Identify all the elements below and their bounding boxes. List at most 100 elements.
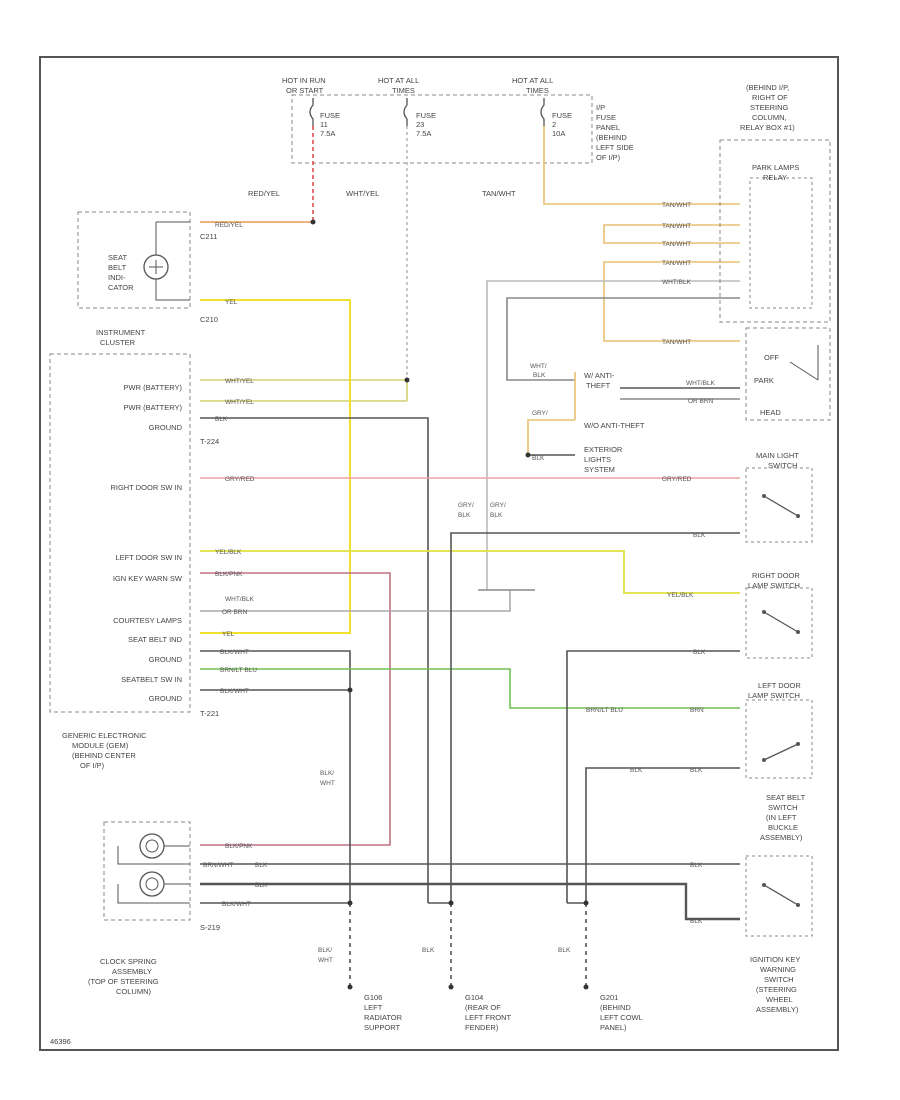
gem-name-1: MODULE (GEM): [72, 741, 129, 750]
wire-brn-ltblu: [200, 668, 740, 709]
center-wire-6: GRY/: [490, 502, 506, 509]
antitheft-w2: THEFT: [586, 381, 611, 390]
sw-wire-2: BLK: [693, 649, 706, 656]
ml-head: HEAD: [760, 408, 781, 417]
relay-location-1: RIGHT OF: [752, 93, 788, 102]
gem-wire-12: BLK/WHT: [220, 688, 249, 695]
fuse-panel: HOT IN RUN OR START HOT AT ALL TIMES HOT…: [248, 76, 634, 198]
sw-wire-1: YEL/BLK: [667, 592, 694, 599]
ignkey-name-0: IGNITION KEY: [750, 955, 800, 964]
clock-name-2: (TOP OF STEERING: [88, 977, 159, 986]
clock-name-3: COLUMN): [116, 987, 152, 996]
clock-wire-2: BLK: [255, 862, 268, 869]
gem-pin-ignkey: IGN KEY WARN SW: [113, 574, 183, 583]
gem-pin-ground1: GROUND: [149, 423, 183, 432]
wires: [200, 126, 740, 985]
fuse2-symbol: [403, 98, 408, 126]
clock-name-0: CLOCK SPRING: [100, 957, 157, 966]
gem-conn-t224: T-224: [200, 437, 219, 446]
fuse3-label: FUSE: [552, 111, 572, 120]
ground-g106-icon: [347, 984, 353, 990]
gem-wire-11: BRN/LT BLU: [220, 667, 257, 674]
indicator-name-0: SEAT: [108, 253, 127, 262]
wire-tan-wht-loop1: [603, 224, 740, 244]
splice-dot: [347, 687, 353, 693]
clock-outline: [103, 821, 191, 921]
relay-wire-5: WHT/BLK: [662, 279, 692, 286]
mainlight-switch-box: [745, 467, 813, 543]
gem-wire-2: WHT/YEL: [225, 399, 254, 406]
splice-dots: [310, 219, 589, 906]
clock-wire-1: BRN/WHT: [203, 862, 233, 869]
wire-blk-rightdoor: [566, 650, 740, 903]
ignkey-switch-box: [745, 855, 813, 937]
wire-wht-blk-courtesy: [200, 590, 511, 612]
gem-pin-seatbelt-sw: SEATBELT SW IN: [121, 675, 182, 684]
exterior-1: LIGHTS: [584, 455, 611, 464]
ignkey-name-2: SWITCH: [764, 975, 794, 984]
ml-wire-or-brn: OR BRN: [688, 398, 714, 405]
g106-line-1: RADIATOR: [364, 1013, 403, 1022]
fuse1-rating: 7.5A: [320, 129, 335, 138]
mainlight-contact: [796, 514, 800, 518]
gem-pin-ground2: GROUND: [149, 655, 183, 664]
gem-name-0: GENERIC ELECTRONIC: [62, 731, 147, 740]
indicator-name-2: INDI-: [108, 273, 126, 282]
splice-dot: [583, 900, 589, 906]
center-wire-5: BLK: [458, 512, 471, 519]
rdoor-switch-box: [745, 587, 813, 659]
seatbelt-name-4: ASSEMBLY): [760, 833, 803, 842]
center-wire-2: GRY/: [532, 410, 548, 417]
clock-spring-icon-2: [139, 871, 165, 897]
grounds: BLK/ WHT BLK/ WHT G106 LEFT RADIATOR SUP…: [318, 770, 643, 1032]
relay-location-0: (BEHIND I/P,: [746, 83, 789, 92]
seatbelt-name-2: (IN LEFT: [766, 813, 797, 822]
ldoor-contact: [762, 758, 766, 762]
relay-location-3: COLUMN,: [752, 113, 787, 122]
ml-contact-icon: [789, 345, 819, 381]
ignkey-name-5: ASSEMBLY): [756, 1005, 799, 1014]
wire-label-tan-wht: TAN/WHT: [482, 189, 516, 198]
center-wire-1: BLK: [533, 372, 546, 379]
ignkey-name-4: WHEEL: [766, 995, 793, 1004]
wire-blk-ground-1: [200, 417, 429, 903]
g201-wire-0: BLK: [558, 947, 571, 954]
gem-pin-rightdoor: RIGHT DOOR SW IN: [110, 483, 182, 492]
g104-line-2: FENDER): [465, 1023, 499, 1032]
clock-spring-inner-2: [145, 877, 159, 891]
fuse2-number: 23: [416, 120, 424, 129]
wire-blk-ground-2: [200, 650, 351, 903]
gem-cluster-title-1: CLUSTER: [100, 338, 136, 347]
clock-spring-inner: [145, 839, 159, 853]
wire-blk-pnk: [200, 572, 391, 846]
fuse1-number: 11: [320, 120, 328, 129]
center-wire-4: GRY/: [458, 502, 474, 509]
fuse2-label: FUSE: [416, 111, 436, 120]
vertical-wire-1: WHT: [320, 780, 335, 787]
gryred-right: GRY/RED: [662, 476, 692, 483]
fuse-panel-outline: [291, 94, 593, 164]
fuse1-hot-line1: HOT IN RUN: [282, 76, 326, 85]
wire-blk-leftdoor: [585, 767, 740, 903]
relay-location-2: STEERING: [750, 103, 789, 112]
relay-wire-6: TAN/WHT: [662, 339, 691, 346]
indicator-filament-icon: [149, 260, 163, 274]
sw-wire-8: BLK: [690, 918, 703, 925]
fuse1-symbol: [309, 98, 314, 126]
clock-wire-4: BLK/WHT: [222, 901, 251, 908]
antitheft-w: W/ ANTI-: [584, 371, 615, 380]
g106-wire-1: WHT: [318, 957, 333, 964]
indicator-name-1: BELT: [108, 263, 127, 272]
panel-label-5: OF I/P): [596, 153, 621, 162]
gem-wire-4: GRY/RED: [225, 476, 255, 483]
footer-code: 46396: [50, 1037, 71, 1046]
ignkey-name-3: (STEERING: [756, 985, 797, 994]
sw-wire-0: BLK: [693, 532, 706, 539]
ignkey-contact: [796, 903, 800, 907]
splice-dot: [404, 377, 410, 383]
wire-yel-blk-leftdoor: [200, 550, 740, 594]
wire-blk-mainlight: [450, 532, 740, 903]
g106-line-0: LEFT: [364, 1003, 383, 1012]
fuse3-symbol: [540, 98, 545, 126]
wire-tan-wht-feed: [543, 126, 740, 205]
